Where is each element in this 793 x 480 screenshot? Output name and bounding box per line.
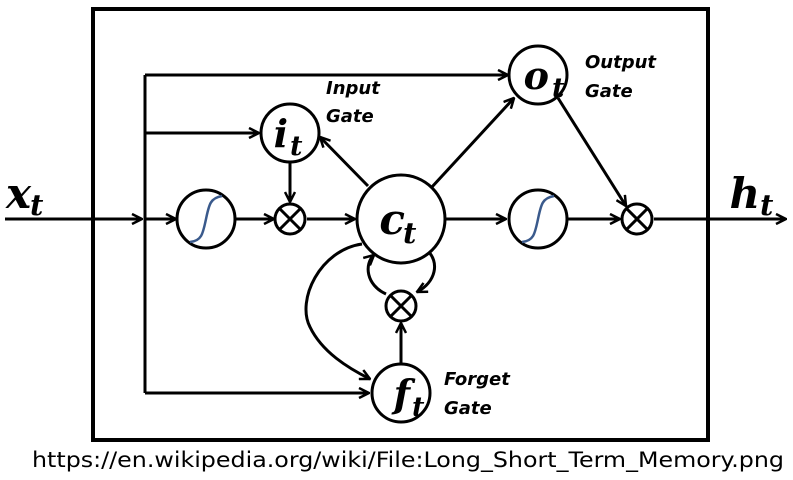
sigmoid-curve-icon: [189, 194, 223, 244]
output-gate-node: o t: [507, 44, 569, 106]
arrow-output-gate-to-multiply: [556, 97, 626, 206]
cell-state-symbol: c: [379, 195, 405, 244]
forget-gate-label-line1: Forget: [444, 369, 511, 390]
forget-multiply-node: [384, 289, 418, 323]
circle-times-icon: [278, 207, 302, 231]
sigmoid-curve-icon: [521, 194, 555, 244]
input-activation-node: [175, 188, 237, 250]
circle-times-icon: [389, 294, 413, 318]
output-symbol: h: [729, 169, 760, 218]
input-gate-subscript: t: [290, 131, 303, 162]
arrow-cell-to-output-gate: [429, 98, 514, 190]
input-subscript: t: [30, 188, 44, 222]
output-subscript: t: [760, 188, 774, 222]
output-activation-node: [507, 188, 569, 250]
cell-state-subscript: t: [403, 216, 417, 250]
input-gate-label-line1: Input: [326, 78, 381, 99]
forget-gate-node: f t: [370, 362, 432, 424]
cell-state-node: c t: [355, 173, 447, 265]
arrow-cell-to-forget-gate: [304, 242, 370, 381]
circle-times-icon: [625, 207, 649, 231]
output-gate-symbol: o: [524, 53, 549, 98]
input-symbol: x: [5, 169, 32, 218]
cell-boundary-box: [91, 7, 710, 442]
input-gate-symbol: i: [274, 111, 288, 156]
source-url: https://en.wikipedia.org/wiki/File:Long_…: [32, 448, 784, 473]
output-gate-label-line2: Gate: [585, 81, 633, 102]
forget-gate-subscript: t: [412, 392, 425, 423]
output-gate-label-line1: Output: [585, 52, 657, 73]
input-multiply-node: [273, 202, 307, 236]
output-multiply-node: [620, 202, 654, 236]
input-gate-node: i t: [259, 102, 321, 164]
output-gate-subscript: t: [552, 73, 565, 104]
forget-gate-label-line2: Gate: [444, 398, 492, 419]
arrow-cell-to-input-gate: [320, 137, 370, 188]
arrow-forget-multiply-to-cell: [368, 255, 387, 296]
input-gate-label-line2: Gate: [326, 106, 374, 127]
